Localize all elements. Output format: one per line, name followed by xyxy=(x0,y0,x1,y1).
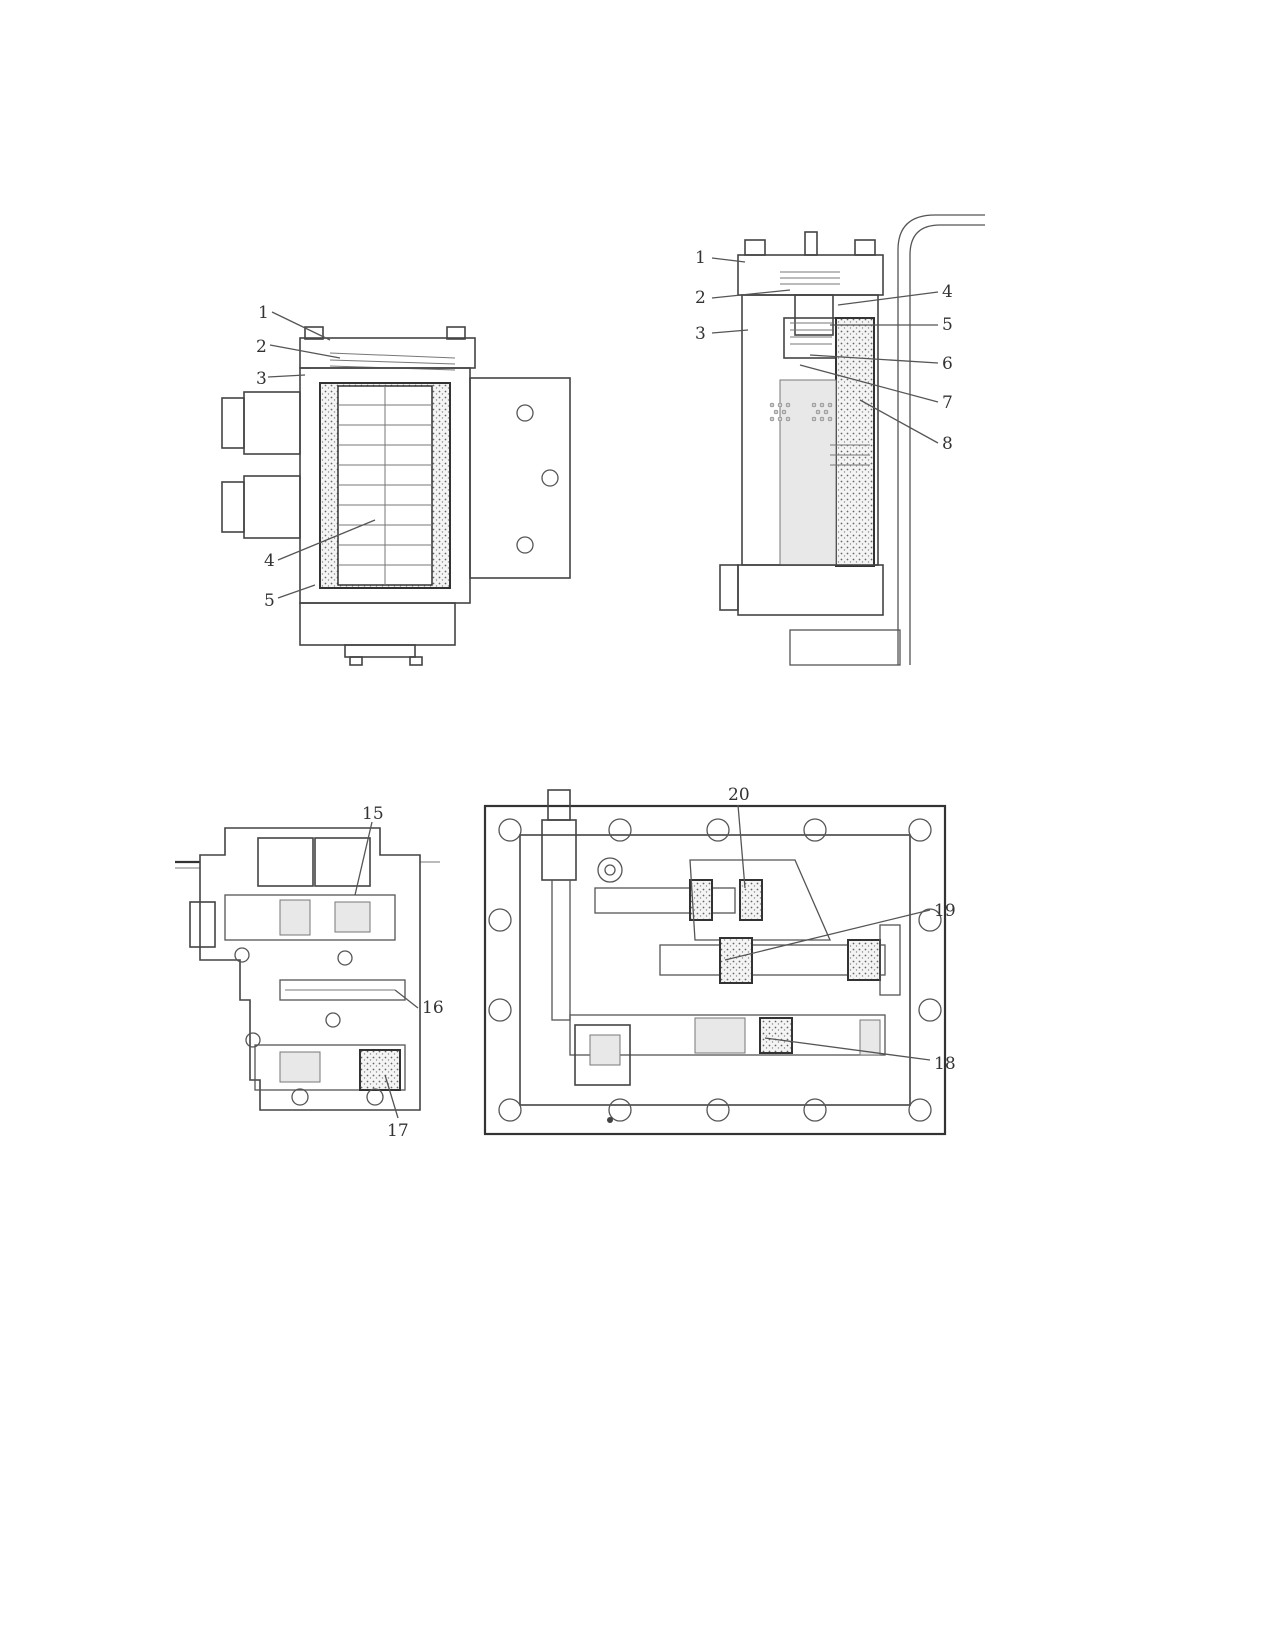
callout-fig2-2: 2 xyxy=(695,288,706,308)
callout-fig1-5: 5 xyxy=(264,591,275,611)
callout-fig4-19: 19 xyxy=(934,901,956,921)
callout-fig2-1: 1 xyxy=(695,248,706,268)
valve-body-left-figure xyxy=(175,827,440,1111)
callout-fig1-2: 2 xyxy=(256,337,267,357)
callout-fig3-16: 16 xyxy=(422,998,444,1018)
callout-fig2-8: 8 xyxy=(942,434,953,454)
callout-fig3-17: 17 xyxy=(387,1121,409,1141)
callout-fig2-6: 6 xyxy=(942,354,953,374)
callout-fig4-20: 20 xyxy=(728,785,750,805)
callout-fig4-18: 18 xyxy=(934,1054,956,1074)
valve-body-right-figure xyxy=(483,789,947,1136)
callout-fig2-7: 7 xyxy=(942,393,953,413)
callout-fig1-3: 3 xyxy=(256,369,267,389)
filter-assembly-right-figure xyxy=(719,214,985,666)
callout-fig3-15: 15 xyxy=(362,804,384,824)
callout-fig1-1: 1 xyxy=(258,303,269,323)
callout-fig2-5: 5 xyxy=(942,315,953,335)
callout-fig1-4: 4 xyxy=(264,551,275,571)
filter-assembly-left-figure xyxy=(221,326,571,666)
callout-fig2-4: 4 xyxy=(942,282,953,302)
callout-fig2-3: 3 xyxy=(695,324,706,344)
